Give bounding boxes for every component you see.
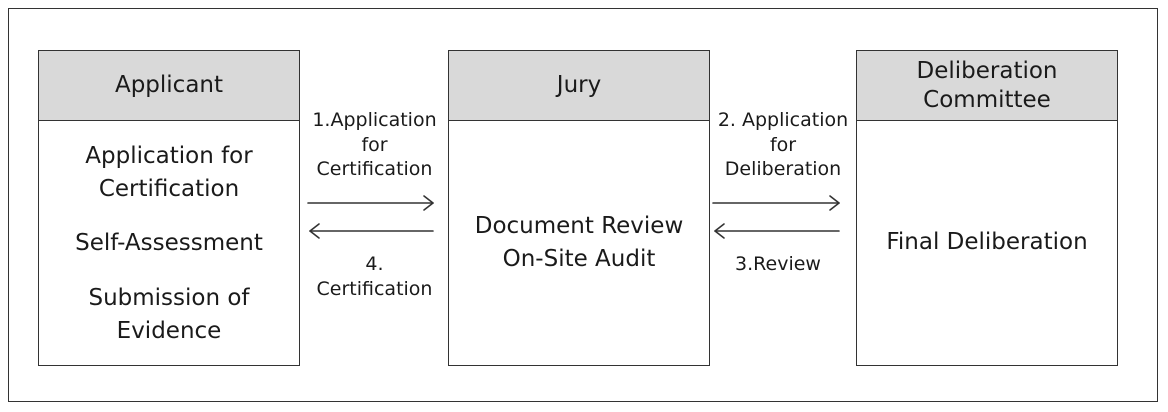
jury-item-on-site-audit: On-Site Audit [502,246,656,272]
diagram-frame [8,8,1158,402]
arrow-applicant-to-jury [307,195,434,211]
arrow-jury-to-applicant [309,223,434,239]
arrow-label-review: 3.Review [735,253,821,275]
applicant-box: Applicant Application for Certification … [38,50,300,366]
applicant-item-evidence: Submission of Evidence [88,284,250,345]
committee-box: Deliberation Committee Final Deliberatio… [856,50,1118,366]
jury-body: Document Review On-Site Audit [449,121,709,365]
applicant-body: Application for Certification Self-Asses… [39,121,299,365]
applicant-item-application: Application for Certification [85,142,253,202]
arrow-label-application-for-deliberation: 2. Application for Deliberation [717,109,849,181]
arrow-label-application-for-certification: 1.Application for Certification [312,109,437,181]
committee-item-final-deliberation: Final Deliberation [886,229,1088,256]
arrow-committee-to-jury [714,223,840,239]
committee-title: Deliberation Committee [857,51,1117,121]
arrow-jury-to-committee [712,195,840,211]
applicant-title: Applicant [39,51,299,121]
committee-body: Final Deliberation [857,121,1117,365]
jury-title: Jury [449,51,709,121]
jury-item-document-review: Document Review [474,212,684,239]
applicant-item-self-assessment: Self-Assessment [75,230,263,257]
arrow-label-certification: 4. Certification [316,253,433,300]
jury-box: Jury Document Review On-Site Audit [448,50,710,366]
